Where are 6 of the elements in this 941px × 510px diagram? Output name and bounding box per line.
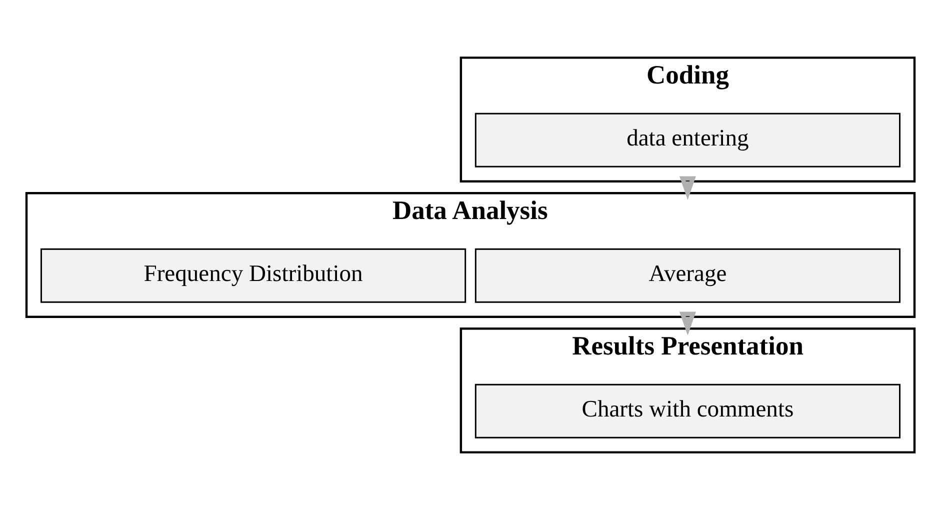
arrow xyxy=(679,312,696,336)
node-box: Frequency Distribution xyxy=(40,248,466,303)
node-box: Charts with comments xyxy=(474,384,900,438)
node-box: Average xyxy=(474,248,900,303)
node-box: data entering xyxy=(474,112,900,168)
arrow xyxy=(679,176,696,200)
